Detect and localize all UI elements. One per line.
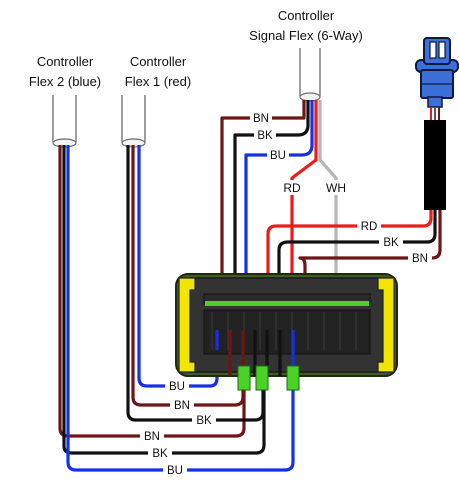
terminal-clip-1 (237, 365, 251, 391)
label-connector-bk: BK (383, 237, 399, 249)
label-flex1-bk: BK (196, 415, 212, 427)
connector-wires (266, 210, 442, 300)
controller-board (175, 273, 398, 377)
label-flex1-bn: BN (174, 400, 190, 412)
signal-flex-title-line2: Signal Flex (6-Way) (249, 28, 363, 43)
signal-flex-sheath (299, 48, 321, 102)
wire-labels: BN BK BU RD WH RD BK BN BU BN BK BN BK B… (140, 111, 432, 477)
terminal-clip-3 (286, 365, 300, 391)
flex1-title-line2: Flex 1 (red) (125, 74, 191, 89)
label-connector-rd: RD (361, 221, 378, 233)
label-flex2-bk: BK (152, 448, 168, 460)
label-flex2-bu: BU (167, 465, 183, 477)
terminal-clip-2 (255, 365, 269, 391)
label-signal-bn: BN (253, 113, 269, 125)
black-heatshrink (424, 120, 446, 210)
label-flex2-bn: BN (144, 431, 160, 443)
label-signal-bu: BU (270, 150, 286, 162)
flex2-title-line2: Flex 2 (blue) (29, 74, 101, 89)
label-signal-wh: WH (326, 181, 346, 195)
label-signal-bk: BK (257, 130, 273, 142)
flex2-sheath (52, 95, 77, 148)
board-lower-stubs (215, 330, 295, 376)
signal-connector (415, 37, 459, 120)
label-flex1-bu: BU (169, 381, 185, 393)
label-signal-rd: RD (283, 181, 301, 195)
flex1-sheath (121, 95, 146, 148)
label-connector-bn: BN (412, 253, 428, 265)
signal-flex-title-line1: Controller (278, 8, 335, 23)
flex1-title-line1: Controller (130, 54, 187, 69)
flex2-title-line1: Controller (37, 54, 94, 69)
